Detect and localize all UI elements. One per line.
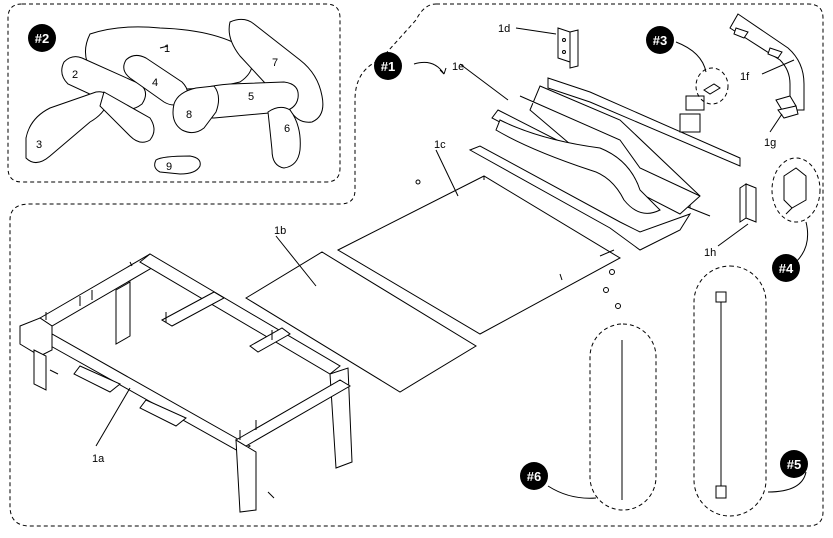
- label-1h: 1h: [704, 247, 716, 259]
- log-2: [61, 56, 146, 110]
- label-log-9: 9: [166, 161, 172, 173]
- panel-1b: [245, 251, 477, 393]
- badge-1-label: #1: [381, 59, 395, 74]
- label-log-6: 6: [284, 123, 290, 135]
- burner-1e: [468, 77, 741, 257]
- log-3-branch: [99, 91, 155, 143]
- label-log-1: 1: [164, 43, 170, 55]
- label-log-5: 5: [248, 91, 254, 103]
- region-logs: [7, 3, 341, 183]
- orifice-group-3: [695, 67, 729, 105]
- pipe-1f: [729, 13, 805, 111]
- panel-1c: [336, 175, 622, 335]
- label-1f: 1f: [740, 71, 750, 83]
- badge-5-label: #5: [787, 457, 801, 472]
- bracket-1d: [557, 27, 579, 69]
- label-log-4: 4: [152, 77, 158, 89]
- label-log-3: 3: [36, 139, 42, 151]
- log-6: [267, 106, 301, 169]
- label-1d: 1d: [498, 23, 510, 35]
- label-1e: 1e: [452, 61, 464, 73]
- label-log-8: 8: [186, 109, 192, 121]
- badge-2: #2: [28, 24, 56, 52]
- leader-lines: [95, 27, 809, 499]
- label-1g: 1g: [764, 137, 776, 149]
- label-1b: 1b: [274, 225, 286, 237]
- log-set: [25, 18, 324, 175]
- label-log-2: 2: [72, 69, 78, 81]
- rod-group-6: [589, 323, 657, 511]
- badge-4: #4: [772, 254, 800, 282]
- label-1a: 1a: [92, 453, 105, 465]
- label-log-7: 7: [272, 57, 278, 69]
- badge-5: #5: [780, 450, 808, 478]
- bracket-1h: [739, 183, 757, 223]
- badge-1: #1: [374, 52, 402, 80]
- fitting-1g: [775, 95, 799, 119]
- grate-1a: [19, 253, 353, 513]
- log-8: [172, 85, 220, 134]
- badge-6-label: #6: [527, 469, 541, 484]
- pilot-group-4: [771, 157, 821, 223]
- log-7: [228, 18, 324, 123]
- log-9: [154, 155, 201, 175]
- label-1c: 1c: [434, 139, 446, 151]
- screws: [415, 179, 621, 309]
- badge-2-label: #2: [35, 31, 49, 46]
- badge-3: #3: [646, 26, 674, 54]
- badge-3-label: #3: [653, 33, 667, 48]
- badge-4-label: #4: [779, 261, 794, 276]
- flex-line-group-5: [693, 265, 767, 517]
- log-3: [25, 91, 109, 163]
- badge-6: #6: [520, 462, 548, 490]
